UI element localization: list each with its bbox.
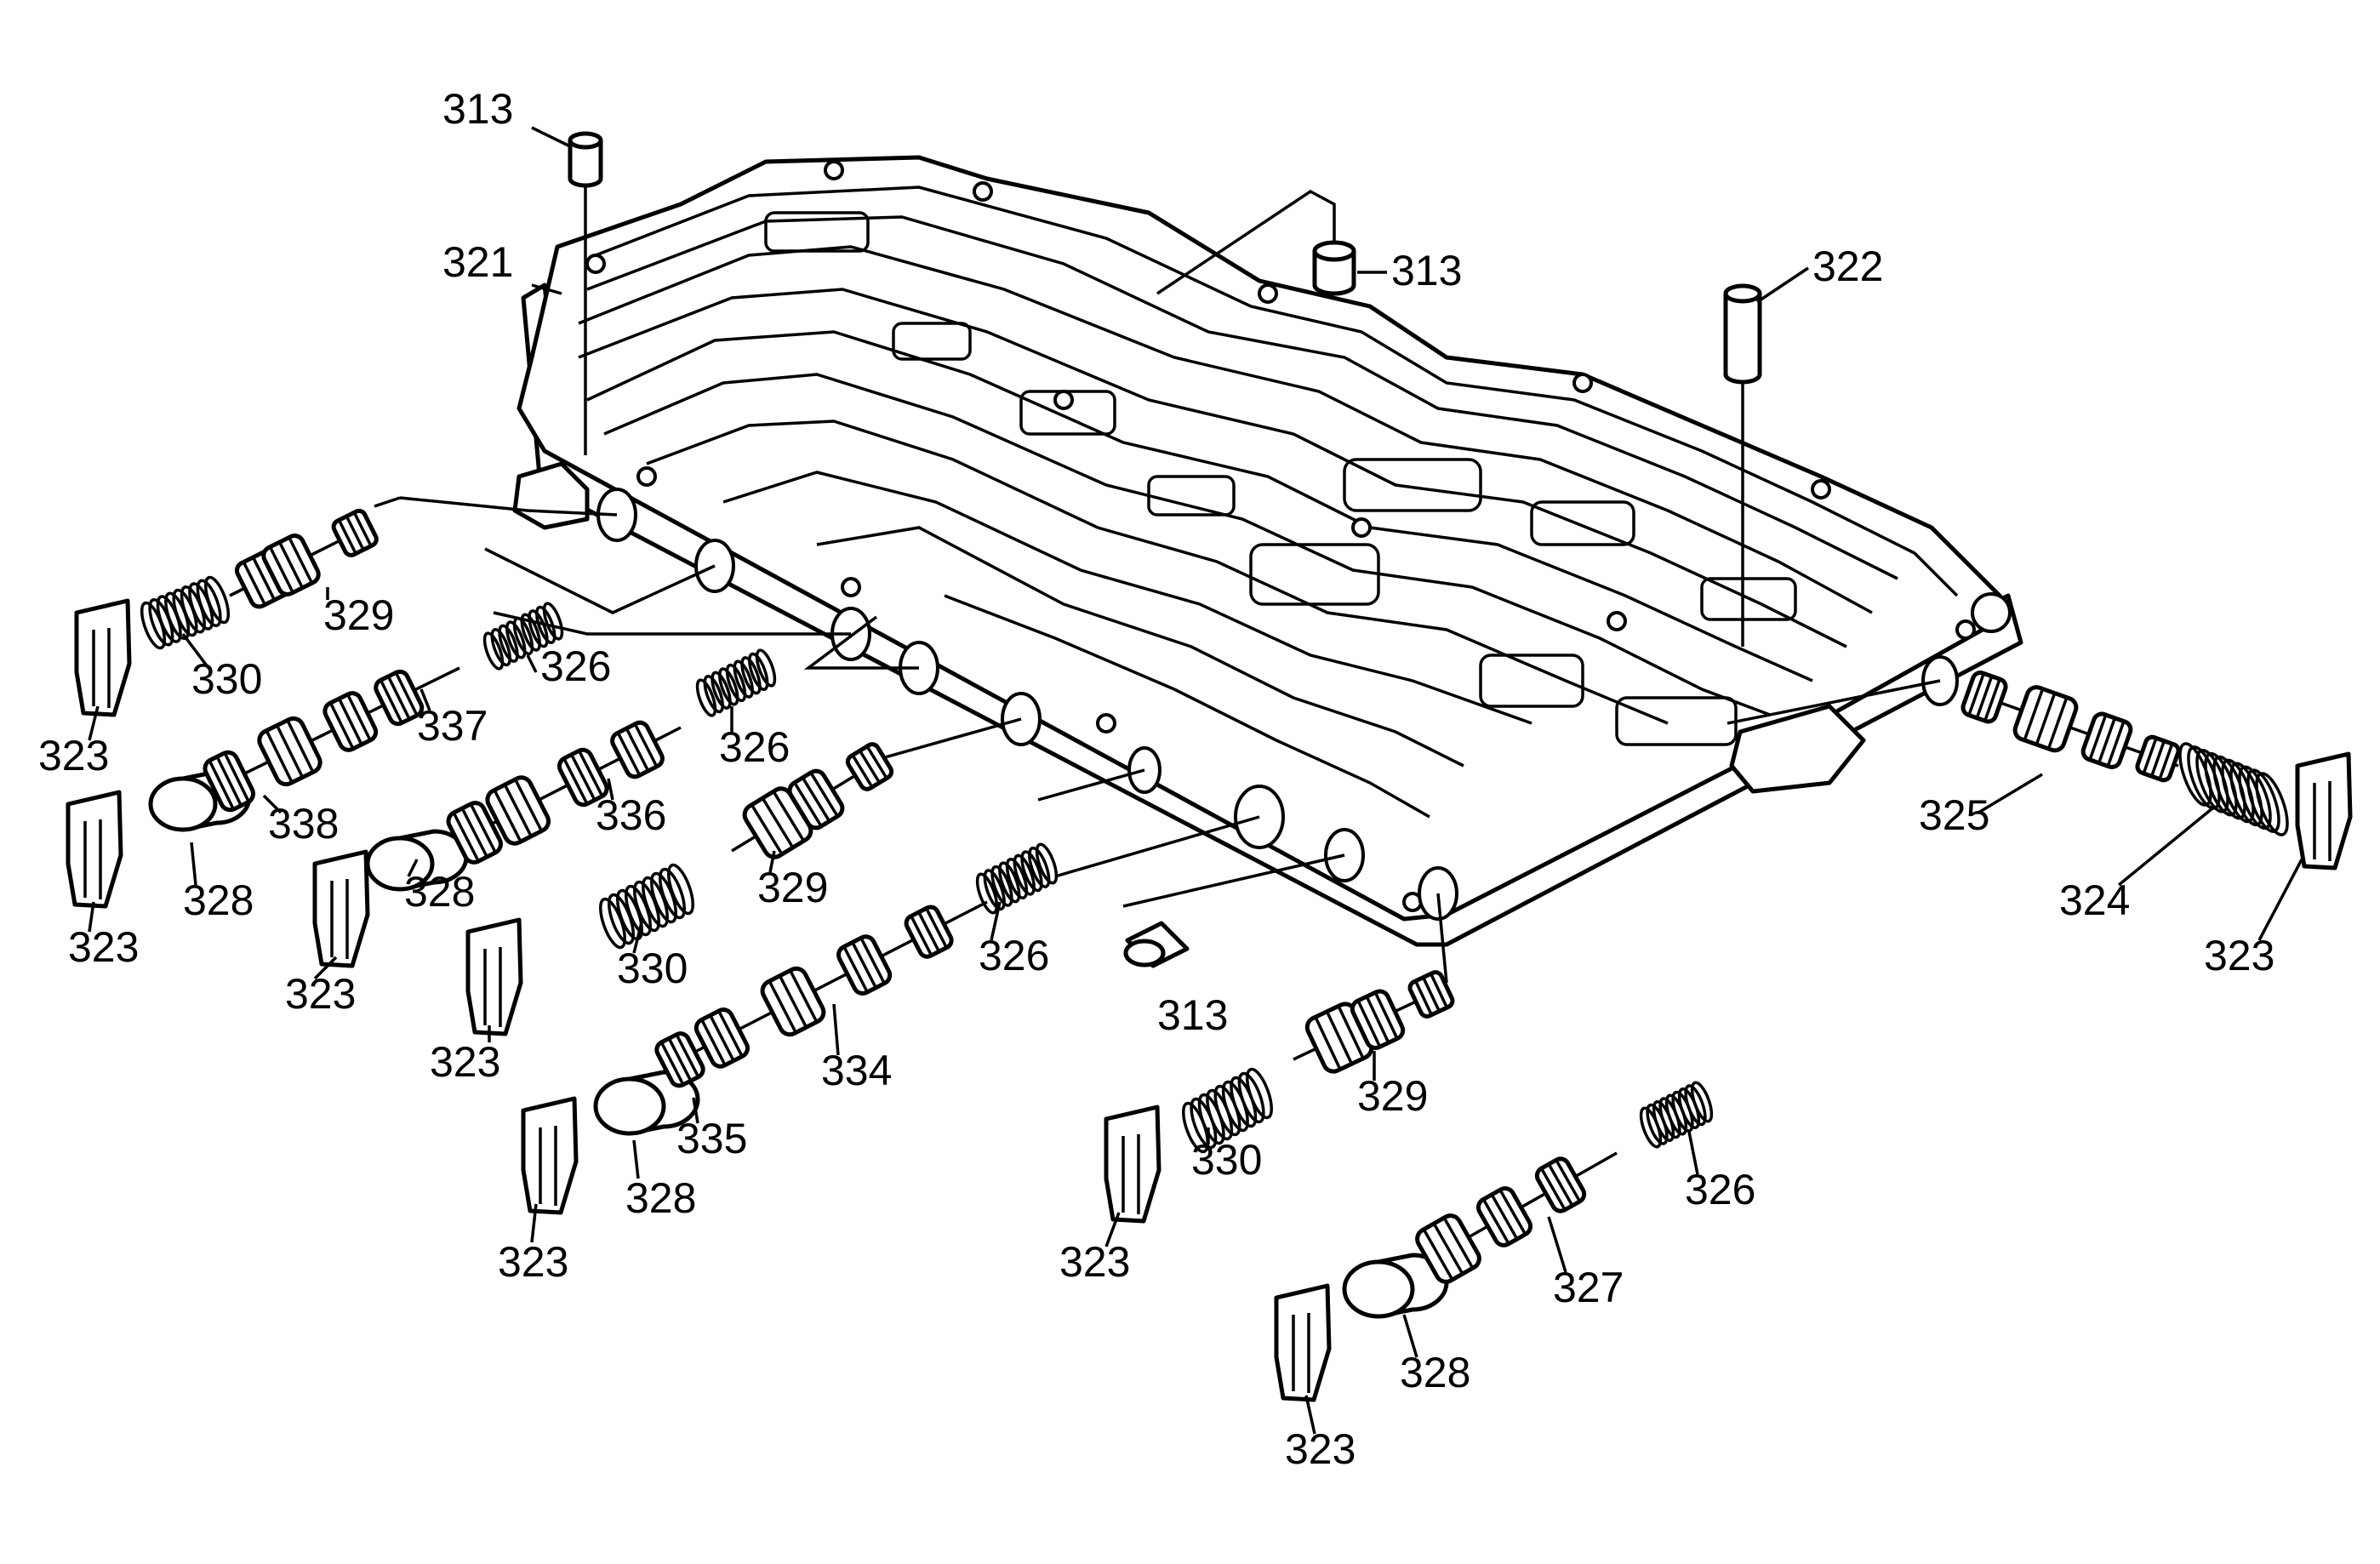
- callout-leader: [632, 918, 644, 954]
- callout-leader: [1402, 1314, 1418, 1358]
- callout-324: 324: [2059, 876, 2130, 924]
- callout-329: 329: [757, 864, 828, 911]
- callout-330: 330: [617, 945, 688, 992]
- callout-leader: [1978, 773, 2043, 814]
- callout-leader: [530, 1203, 538, 1243]
- callout-leader: [1547, 1216, 1567, 1273]
- plug-328-c: [593, 1070, 700, 1136]
- clip-323-b: [66, 790, 123, 909]
- callout-328: 328: [404, 868, 475, 916]
- callout-323: 323: [430, 1038, 500, 1086]
- clip-323-h: [2295, 751, 2353, 870]
- callout-322: 322: [1812, 243, 1883, 290]
- callout-leader: [832, 1003, 840, 1056]
- callout-323: 323: [38, 732, 109, 779]
- callout-leader: [632, 1139, 640, 1179]
- assembly-leader-lines: [374, 496, 1941, 984]
- callout-leader: [181, 632, 210, 670]
- valve-335-334: [654, 900, 988, 1088]
- callout-leader: [1104, 1212, 1121, 1247]
- clip-323-d: [465, 917, 523, 1036]
- spring-330-a: [140, 575, 231, 650]
- callout-323: 323: [2204, 932, 2274, 979]
- valve-329-b: [731, 742, 894, 859]
- pin-313-top-left: [568, 131, 603, 455]
- spring-326-a: [482, 602, 564, 671]
- valve-assemblies: [66, 508, 2353, 1402]
- spring-326-d: [1639, 1081, 1714, 1149]
- clip-323-f: [1104, 1105, 1161, 1224]
- callout-leader: [407, 859, 419, 877]
- valve-329-a: [229, 508, 379, 609]
- spring-324: [2178, 742, 2289, 836]
- callout-leader: [768, 850, 776, 873]
- callout-326: 326: [1685, 1166, 1755, 1213]
- callout-321: 321: [442, 238, 513, 286]
- spring-326-b: [695, 648, 777, 717]
- callout-330: 330: [191, 655, 262, 703]
- callout-leader: [1687, 1131, 1699, 1175]
- callout-323: 323: [1285, 1425, 1356, 1473]
- spring-330-c: [1182, 1067, 1273, 1154]
- callout-326: 326: [979, 932, 1049, 979]
- callout-323: 323: [1059, 1238, 1130, 1286]
- callout-327: 327: [1553, 1264, 1624, 1311]
- callout-leader: [419, 688, 431, 711]
- valve-325: [1961, 671, 2181, 783]
- callout-leader: [531, 126, 571, 148]
- callout-323: 323: [68, 923, 139, 971]
- clip-323-g: [1274, 1283, 1332, 1402]
- callout-335: 335: [676, 1115, 747, 1162]
- callout-328: 328: [625, 1174, 696, 1222]
- callout-336: 336: [596, 791, 666, 839]
- valve-336: [446, 720, 682, 865]
- callout-313: 313: [442, 85, 513, 133]
- callout-313: 313: [1391, 247, 1462, 294]
- spring-326-c: [975, 842, 1059, 915]
- plug-313-loose: [1123, 921, 1190, 968]
- callout-323: 323: [498, 1238, 568, 1286]
- valve-338-337: [203, 666, 460, 813]
- callout-leader: [88, 901, 95, 933]
- clip-323-e: [521, 1096, 579, 1215]
- callout-329: 329: [323, 591, 394, 639]
- callout-leader: [190, 842, 197, 886]
- callout-leader: [2117, 807, 2214, 887]
- callout-leader: [1304, 1395, 1316, 1435]
- callout-325: 325: [1919, 791, 1989, 839]
- callout-326: 326: [719, 723, 790, 771]
- callout-334: 334: [821, 1047, 892, 1094]
- valve-329-c: [1293, 970, 1455, 1074]
- callout-leader: [262, 794, 283, 814]
- pin-313-top-center: [1156, 189, 1356, 296]
- clip-323-a: [74, 598, 132, 717]
- callout-labels: 313 313 313 321 322 329 330 323 326 337 338 328 323 3…: [38, 85, 2303, 1473]
- clip-323-c: [312, 849, 370, 968]
- callout-328: 328: [1400, 1349, 1470, 1396]
- callout-329: 329: [1357, 1072, 1428, 1120]
- callout-leader: [1756, 266, 1809, 304]
- callout-328: 328: [183, 876, 254, 924]
- callout-313: 313: [1157, 991, 1228, 1039]
- callout-leader: [88, 705, 100, 741]
- callout-338: 338: [268, 800, 339, 848]
- callout-leader: [607, 778, 614, 801]
- callout-leader: [990, 901, 1002, 941]
- callout-330: 330: [1191, 1136, 1262, 1184]
- callout-leader: [526, 654, 538, 673]
- callout-326: 326: [540, 642, 611, 690]
- callout-323: 323: [285, 970, 356, 1018]
- callout-leader: [692, 1097, 699, 1124]
- pin-322: [1723, 283, 1762, 647]
- callout-leader: [531, 283, 562, 295]
- callout-337: 337: [417, 702, 488, 750]
- valve-327: [1415, 1151, 1618, 1284]
- valve-body-casting: [512, 155, 2023, 947]
- spring-330-b: [599, 863, 694, 950]
- callout-leader: [2257, 859, 2303, 941]
- callout-leader: [313, 956, 338, 980]
